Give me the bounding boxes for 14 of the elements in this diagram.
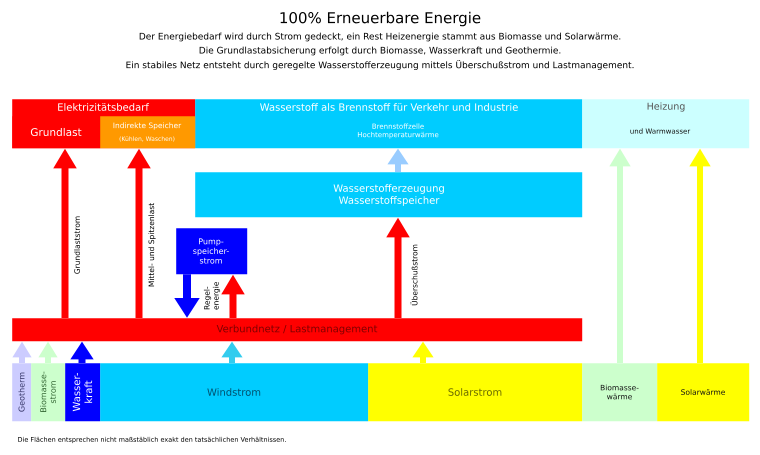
base-load-box: Grundlast: [12, 116, 100, 148]
geothermal-box: Geotherm: [12, 363, 32, 422]
biomass-power-box: Biomasse- strom: [31, 363, 66, 422]
grid-bar: Verbundnetz / Lastmanagement: [12, 318, 582, 342]
subtitle-line: Ein stabiles Netz entsteht durch geregelte Wasserstofferzeugung mittels Überschußstrom und Lastmanagement.: [126, 60, 634, 70]
pumped-storage-box: Pump- speicher- strom: [176, 228, 248, 274]
node-label: Grundlast: [30, 128, 82, 136]
wind-power-box: Windstrom: [100, 363, 368, 422]
title: 100% Erneuerbare Energie: [280, 12, 480, 26]
solar-power-box: Solarstrom: [368, 363, 582, 422]
hydropower-box: Wasser- kraft: [65, 363, 100, 422]
subtitle-line: Die Grundlastabsicherung erfolgt durch Biomasse, Wasserkraft und Geothermie.: [200, 46, 560, 56]
hydrogen-production-box: Wasserstofferzeugung Wasserstoffspeicher: [195, 172, 582, 218]
subtitle-line: Der Energiebedarf wird durch Strom gedeckt, ein Rest Heizenergie stammt aus Biomasse und Solarwärme.: [140, 32, 620, 42]
